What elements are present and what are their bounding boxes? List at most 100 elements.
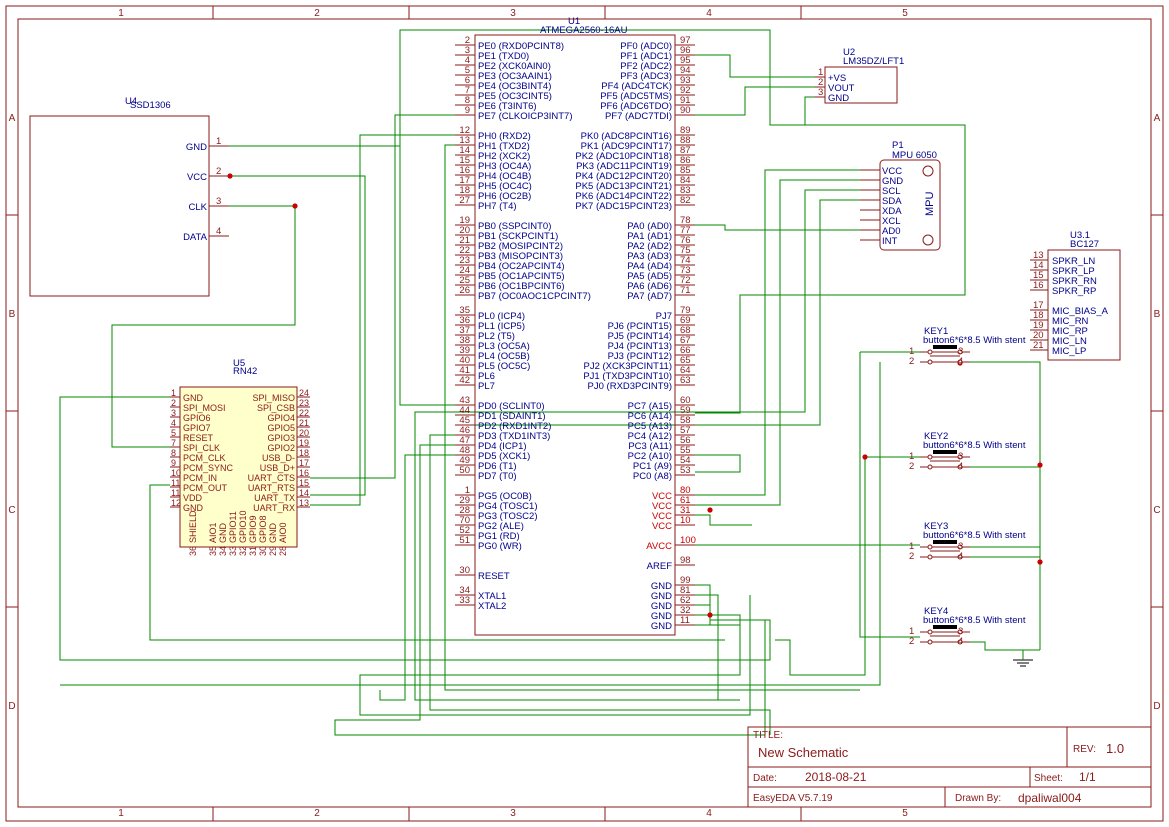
p1-pin-name: AD0 bbox=[882, 226, 900, 237]
u4-pin-number: 2 bbox=[216, 166, 221, 177]
u31-pin-name: MIC_LN bbox=[1052, 336, 1087, 347]
u1-value: ATMEGA2560-16AU bbox=[540, 25, 628, 36]
u1-left-pin-number: 52 bbox=[459, 525, 470, 536]
u1-right-pin-number: 66 bbox=[680, 345, 691, 356]
u31-pin-name: SPKR_RN bbox=[1052, 276, 1097, 287]
u31-pin-number: 18 bbox=[1033, 310, 1044, 321]
u1-right-pin-name: PJ1 (TXD3PCINT10) bbox=[583, 371, 672, 382]
wire-net bbox=[310, 114, 455, 479]
u1-right-pin-number: 63 bbox=[680, 375, 691, 386]
u1-left-pin-number: 43 bbox=[459, 395, 470, 406]
key-pin-4: 4 bbox=[958, 461, 963, 472]
zone-col-top: 4 bbox=[706, 8, 712, 19]
u1-right-pin-number: 75 bbox=[680, 245, 691, 256]
u5-bottom-pin-name: GPIO11 bbox=[228, 511, 238, 543]
u1-right-pin-number: 11 bbox=[680, 615, 690, 626]
u1-right-pin-name: PF7 (ADC7TDI) bbox=[605, 111, 672, 122]
u1-left-pin-number: 19 bbox=[459, 215, 470, 226]
u5-bottom-pin-number: 30 bbox=[258, 546, 268, 556]
p1-body bbox=[879, 159, 941, 251]
wire-net bbox=[695, 169, 860, 496]
u1-right-pin-name: PK4 (ADC12PCINT20) bbox=[575, 171, 672, 182]
u31-bc127[interactable]: U3.1 BC127 13SPKR_LN14SPKR_LP15SPKR_RN16… bbox=[1030, 230, 1121, 361]
u5-left-pin-number: 10 bbox=[171, 468, 181, 478]
u1-right-pin-name: PF5 (ADC5TMS) bbox=[600, 91, 672, 102]
u5-right-pin-name: UART_RTS bbox=[248, 483, 295, 493]
u1-left-pin-number: 23 bbox=[459, 255, 470, 266]
u1-left-pin-number: 4 bbox=[465, 55, 470, 66]
key-ref: KEY3 bbox=[924, 521, 948, 532]
u1-right-pin-number: 99 bbox=[680, 575, 691, 586]
u1-right-pin-number: 97 bbox=[680, 35, 691, 46]
u1-left-pin-name: PL6 bbox=[478, 371, 495, 382]
key-value: button6*6*8.5 With stent bbox=[923, 440, 1026, 451]
junction-dot bbox=[292, 203, 298, 209]
u5-right-pin-name: USB_D- bbox=[262, 453, 295, 463]
key-pin-1: 1 bbox=[909, 541, 914, 552]
wire-net bbox=[859, 352, 920, 638]
wire-net bbox=[695, 224, 860, 231]
sheet-label: Sheet: bbox=[1034, 773, 1063, 784]
u1-right-pin-name: PC4 (A12) bbox=[628, 431, 672, 442]
p1-pin-name: SCL bbox=[882, 186, 900, 197]
u1-left-pin-name: PD1 (SDAINT1) bbox=[478, 411, 546, 422]
junction-dot bbox=[227, 173, 233, 179]
u5-bottom-pin-number: 32 bbox=[238, 546, 248, 556]
wire-net bbox=[804, 96, 815, 125]
u1-left-pin-number: 24 bbox=[459, 265, 470, 276]
u5-left-pin-number: 7 bbox=[171, 438, 176, 448]
u1-left-pin-number: 2 bbox=[465, 35, 470, 46]
u5-left-pin-name: GND bbox=[183, 393, 204, 403]
u1-right-pin-name: GND bbox=[651, 611, 672, 622]
u1-left-pin-number: 8 bbox=[465, 95, 470, 106]
u1-left-pin-name: PE2 (XCK0AIN0) bbox=[478, 61, 551, 72]
u1-right-pin-name: PK5 (ADC13PCINT21) bbox=[575, 181, 672, 192]
u1-left-pin-number: 30 bbox=[459, 565, 470, 576]
u1-left-pin-name: PG1 (RD) bbox=[478, 531, 520, 542]
u1-left-pin-number: 48 bbox=[459, 445, 470, 456]
u2-ref: U2 bbox=[843, 47, 855, 58]
u1-left-pin-number: 20 bbox=[459, 225, 470, 236]
software-version: EasyEDA V5.7.19 bbox=[753, 793, 833, 804]
u1-left-pin-name: PE7 (CLKOICP3INT7) bbox=[478, 111, 573, 122]
u1-right-pin-name: PF3 (ADC3) bbox=[620, 71, 672, 82]
u1-right-pin-number: 92 bbox=[680, 85, 691, 96]
u1-right-pin-number: 68 bbox=[680, 325, 691, 336]
u1-right-pin-name: PC0 (A8) bbox=[633, 471, 672, 482]
u1-right-pin-number: 88 bbox=[680, 135, 691, 146]
u1-left-pin-number: 12 bbox=[459, 125, 470, 136]
key-value: button6*6*8.5 With stent bbox=[923, 615, 1026, 626]
key-pin-2: 2 bbox=[909, 636, 914, 647]
p1-ref: P1 bbox=[892, 140, 904, 151]
p1-pin-name: VCC bbox=[882, 166, 902, 177]
u1-right-pin-name: PK1 (ADC9PCINT17) bbox=[581, 141, 672, 152]
key-pin-2: 2 bbox=[909, 461, 914, 472]
u1-right-pin-name: AVCC bbox=[646, 541, 672, 552]
u5-left-pin-number: 2 bbox=[171, 398, 176, 408]
u1-left-pin-name: PL3 (OC5A) bbox=[478, 341, 530, 352]
u5-left-pin-name: VDD bbox=[183, 493, 203, 503]
u1-right-pin-name: PA7 (AD7) bbox=[627, 291, 672, 302]
u1-left-pin-number: 6 bbox=[465, 75, 470, 86]
wire-net bbox=[970, 361, 1041, 650]
date-label: Date: bbox=[753, 773, 777, 784]
u1-left-pin-name: PB3 (MISOPCINT3) bbox=[478, 251, 563, 262]
wire-net bbox=[334, 444, 766, 736]
u5-right-pin-name: UART_CTS bbox=[248, 473, 295, 483]
u4-value: SSD1306 bbox=[130, 100, 171, 111]
rev-label: REV: bbox=[1073, 744, 1096, 755]
wire-net bbox=[444, 144, 860, 691]
u1-left-pin-number: 29 bbox=[459, 495, 470, 506]
u5-left-pin-name: RESET bbox=[183, 433, 214, 443]
u1-right-pin-name: PF2 (ADC2) bbox=[620, 61, 672, 72]
zone-row-right: B bbox=[1154, 309, 1161, 320]
